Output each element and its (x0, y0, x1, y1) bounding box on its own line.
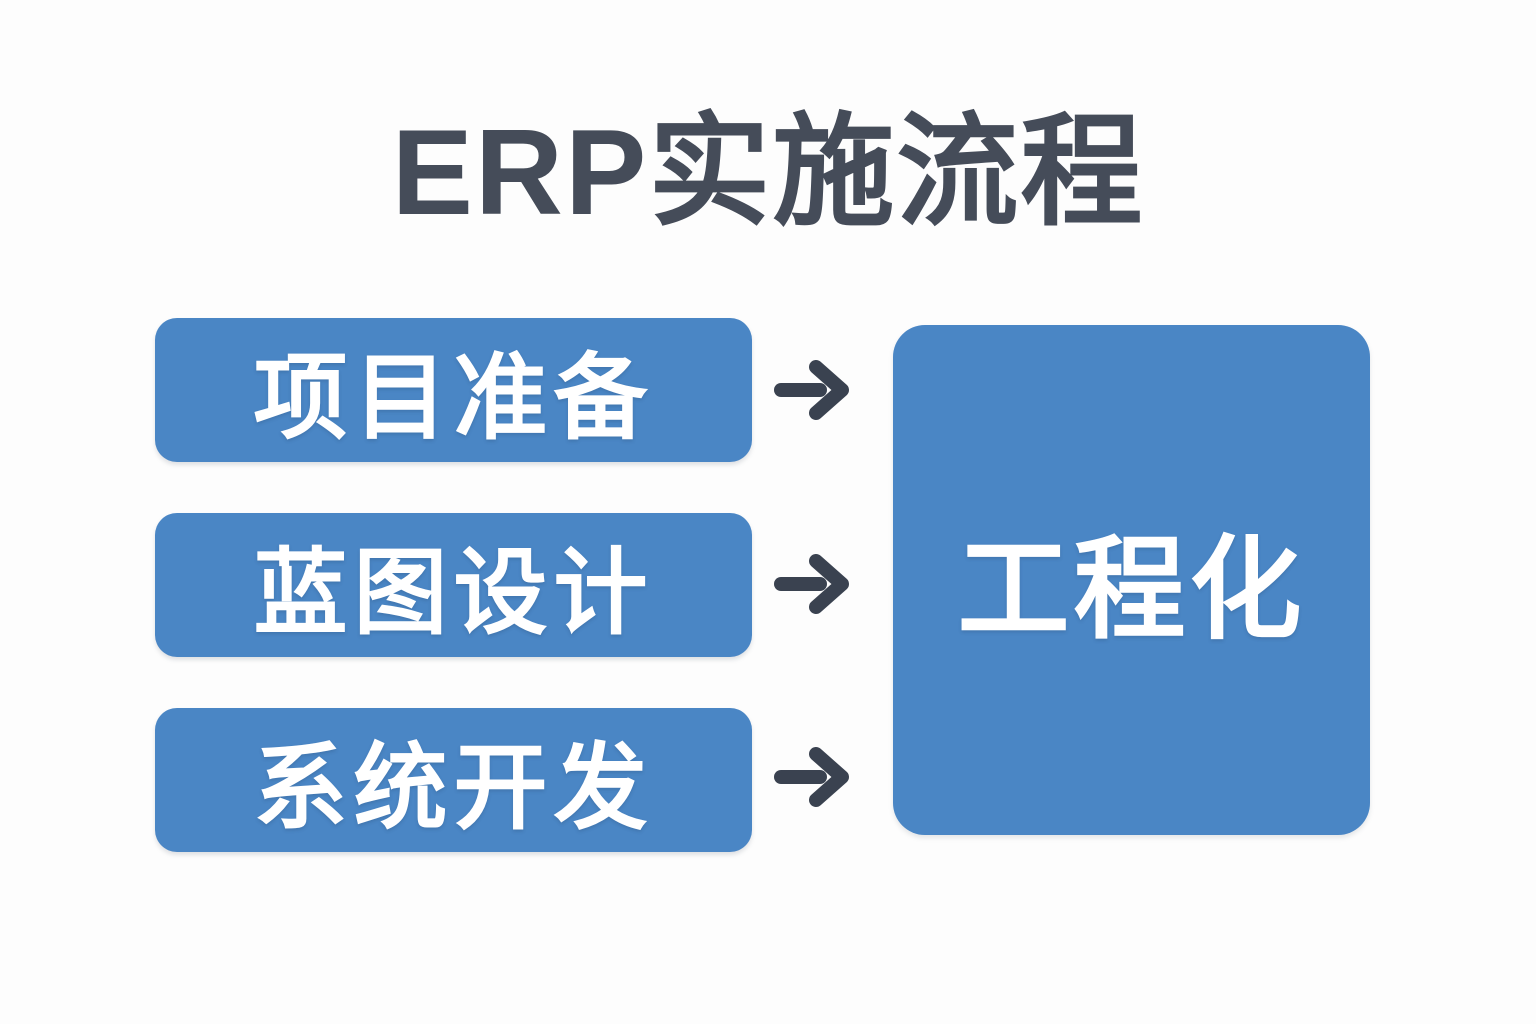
step-box-project-preparation: 项目准备 (155, 318, 752, 462)
result-label-engineering: 工程化 (957, 527, 1306, 652)
right-arrow-icon (772, 743, 856, 811)
page-title: ERP实施流程 (391, 104, 1145, 240)
right-arrow-icon (772, 356, 856, 424)
step-box-blueprint-design: 蓝图设计 (155, 513, 752, 657)
step-label-blueprint-design: 蓝图设计 (253, 540, 654, 645)
step-label-project-preparation: 项目准备 (253, 345, 654, 450)
step-box-system-development: 系统开发 (155, 708, 752, 852)
right-arrow-icon (772, 550, 856, 618)
step-label-system-development: 系统开发 (253, 735, 654, 840)
result-box-engineering: 工程化 (893, 325, 1370, 835)
